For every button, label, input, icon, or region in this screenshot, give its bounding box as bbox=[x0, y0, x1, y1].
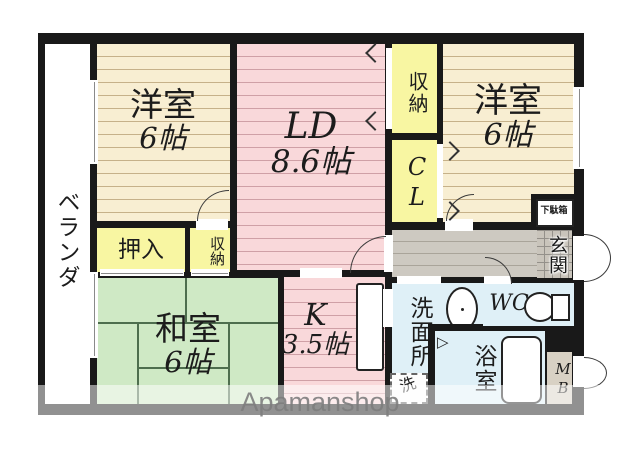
room-veranda bbox=[45, 44, 90, 404]
western-left-size: 6帖 bbox=[139, 120, 187, 155]
room-oshiire bbox=[97, 228, 185, 272]
door-opening bbox=[445, 219, 473, 231]
entrance-door-opening bbox=[573, 236, 584, 280]
meter-box-door-opening bbox=[573, 356, 584, 387]
room-western-right bbox=[443, 44, 574, 222]
room-storage-top bbox=[392, 44, 437, 133]
washroom-label: 洗面所 bbox=[406, 296, 432, 368]
kitchen-label: K 3.5帖 bbox=[268, 300, 363, 359]
shoe-cabinet bbox=[536, 199, 574, 227]
window bbox=[89, 272, 98, 358]
oshiire-label: 押入 bbox=[118, 237, 164, 263]
oshiire-fusuma-door bbox=[100, 269, 184, 276]
tatami-line bbox=[228, 322, 230, 404]
room-storage-mid bbox=[190, 228, 230, 272]
storage-mid-label: 収納 bbox=[208, 236, 226, 266]
room-closet bbox=[392, 140, 437, 222]
door-opening bbox=[196, 219, 228, 230]
closet-label: CL bbox=[403, 153, 431, 213]
door-opening bbox=[300, 268, 342, 278]
tatami-line bbox=[137, 322, 139, 404]
window bbox=[89, 80, 98, 164]
watermark-text: Apamanshop bbox=[240, 387, 400, 417]
toilet-bowl-icon bbox=[524, 292, 556, 322]
japanese-room-size: 6帖 bbox=[164, 344, 212, 379]
ld-name: LD bbox=[284, 106, 338, 147]
storage-top-label: 収納 bbox=[405, 71, 429, 115]
western-right-name: 洋室 bbox=[474, 81, 542, 121]
western-right-size: 6帖 bbox=[483, 117, 533, 153]
room-western-left bbox=[97, 44, 230, 221]
entrance-floor bbox=[537, 230, 572, 278]
toilet-tank-icon bbox=[551, 294, 570, 321]
veranda-label: ベランダ bbox=[53, 190, 79, 290]
japanese-room-name: 和室 bbox=[155, 309, 221, 348]
wc-label: WC bbox=[489, 291, 529, 316]
western-left-label: 洋室 6帖 bbox=[100, 85, 226, 155]
door-opening bbox=[384, 235, 393, 272]
kitchen-name: K bbox=[304, 298, 327, 333]
room-japanese bbox=[97, 278, 278, 404]
sink-drain-icon bbox=[461, 308, 464, 311]
window bbox=[573, 87, 584, 169]
ld-size: 8.6帖 bbox=[270, 143, 352, 180]
western-right-label: 洋室 6帖 bbox=[448, 81, 568, 153]
door-opening bbox=[397, 276, 441, 284]
entrance-label: 玄関 bbox=[546, 235, 568, 275]
watermark-band bbox=[0, 385, 640, 416]
storage-top-sliding-door bbox=[386, 48, 392, 129]
ld-label: LD 8.6帖 bbox=[240, 108, 382, 178]
storage-mid-fusuma-door bbox=[191, 269, 229, 276]
japanese-room-label: 和室 6帖 bbox=[108, 309, 268, 379]
closet-sliding-door bbox=[437, 144, 443, 218]
door-opening bbox=[383, 289, 393, 327]
bath-door-icon: ▷ bbox=[437, 333, 449, 351]
tatami-line bbox=[97, 322, 278, 324]
hallway bbox=[392, 230, 537, 277]
western-left-name: 洋室 bbox=[130, 85, 196, 124]
entrance-door-arc bbox=[584, 234, 611, 282]
kitchen-size: 3.5帖 bbox=[281, 329, 350, 360]
kitchen-counter bbox=[356, 283, 384, 371]
tatami-line bbox=[185, 278, 187, 322]
room-living-dining bbox=[237, 44, 385, 270]
tatami-line bbox=[137, 367, 228, 369]
shoe-cabinet-label: 下駄箱 bbox=[540, 205, 568, 215]
